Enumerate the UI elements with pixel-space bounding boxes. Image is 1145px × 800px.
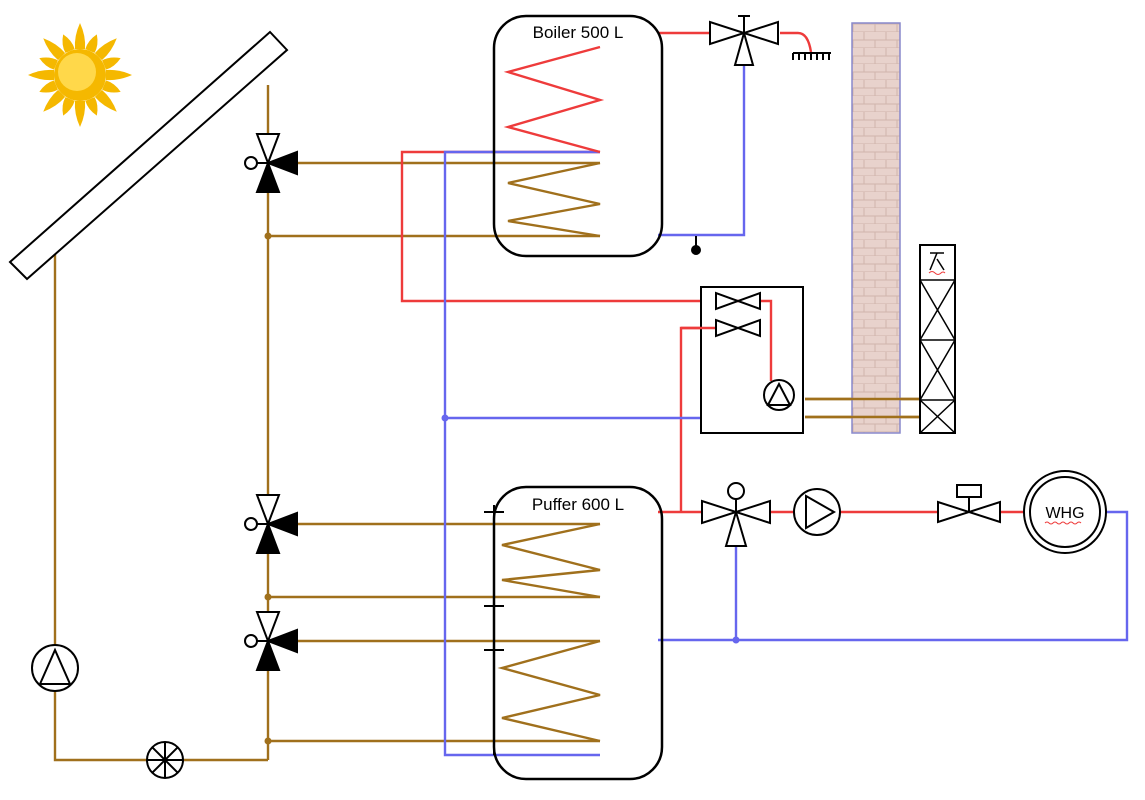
sun-ray [62,97,75,116]
sun-icon [28,23,132,127]
solar-pump-icon[interactable] [31,644,79,692]
solar-valve-middle[interactable] [244,494,298,554]
heating-pump-icon[interactable] [793,488,841,536]
sun-ray [102,80,121,93]
solar-valve-bottom[interactable] [244,611,298,671]
sun-ray [43,38,66,61]
outdoor-heat-pump-icon [919,244,956,434]
flowmeter-icon [146,741,184,779]
boiler-tank: Boiler 500 L [492,14,664,258]
building-wall [851,22,901,434]
sun-ray [85,34,98,53]
heat-exchanger-icon [681,286,804,434]
sun-ray [106,69,132,81]
pipe-junctions [264,232,740,745]
buffer-tank: Puffer 600 L [484,485,664,781]
sun-ray [102,57,121,70]
sun-ray [28,69,54,81]
motor-valve-icon[interactable] [937,484,1001,524]
shower-outlet-icon [792,52,831,60]
sun-ray [43,89,66,112]
whg-label: WHG [1045,505,1084,522]
sun-ray [74,23,86,49]
solar-collector-icon [8,30,289,281]
sun-ray [94,89,117,112]
sun-ray [62,34,75,53]
boiler-label: Boiler 500 L [533,23,624,42]
sun-ray [74,101,86,127]
sun-ray [94,38,117,61]
heating-mixing-valve[interactable] [701,482,771,547]
sun-ray [39,57,58,70]
puffer-label: Puffer 600 L [532,495,624,514]
sun-ray [39,80,58,93]
sun-ray [85,97,98,116]
mixing-valve-dhw[interactable] [709,15,779,66]
sun-highlight [58,53,96,91]
whg-heat-consumer: WHG [1023,470,1107,554]
solar-valve-top[interactable] [244,133,298,193]
